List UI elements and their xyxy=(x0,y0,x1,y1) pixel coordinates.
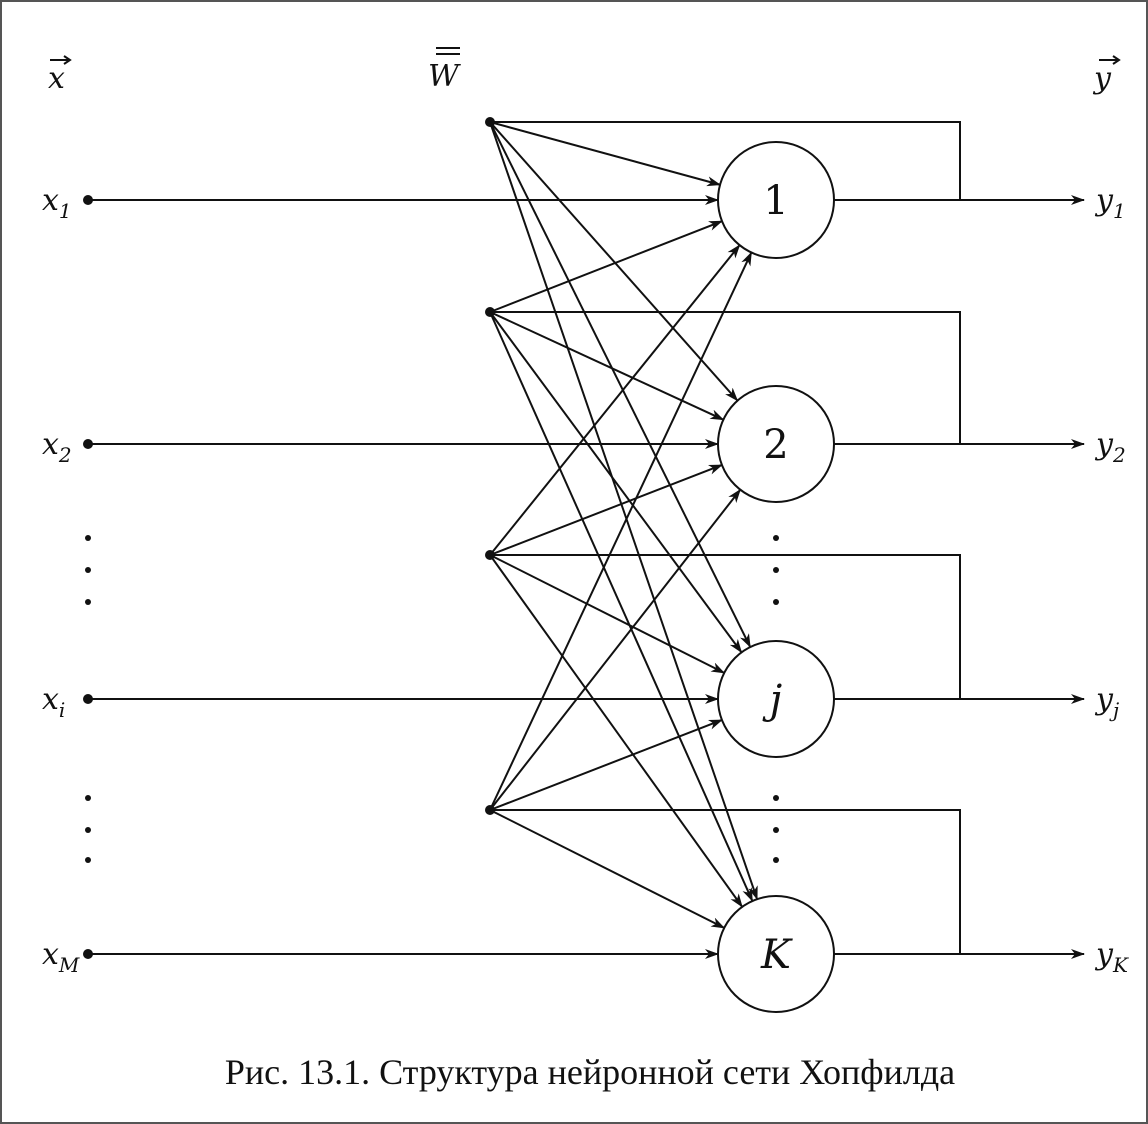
input-label-sub: 1 xyxy=(59,199,72,223)
feedback-line-2 xyxy=(490,311,961,444)
output-label-1: y1 xyxy=(1094,183,1126,223)
output-label-sub: j xyxy=(1109,698,1119,722)
figure-caption: Рис. 13.1. Структура нейронной сети Хопф… xyxy=(225,1052,955,1092)
weight-line xyxy=(489,121,759,901)
input-label-1: x1 xyxy=(42,183,72,223)
ellipsis-dot xyxy=(85,535,91,541)
feedback-line-4 xyxy=(490,809,961,954)
x-vector-text: x xyxy=(48,61,65,96)
output-label-base: y xyxy=(1094,183,1114,218)
weight-line xyxy=(489,251,753,811)
weight-node-2 xyxy=(485,307,495,317)
weight-node-4 xyxy=(485,805,495,815)
input-label-2: x2 xyxy=(42,427,72,467)
weight-line xyxy=(489,311,725,421)
weight-line xyxy=(489,121,752,648)
input-label-base: x xyxy=(42,183,59,218)
ellipsis-dot xyxy=(85,599,91,605)
ellipsis-dot xyxy=(85,567,91,573)
output-label-base: y xyxy=(1094,682,1114,717)
output-label-4: yK xyxy=(1094,937,1129,977)
input-label-3: xi xyxy=(42,682,65,722)
input-label-base: x xyxy=(42,682,59,717)
output-label-sub: K xyxy=(1112,953,1129,977)
neuron-label-1: 1 xyxy=(763,178,788,224)
input-label-base: x xyxy=(42,937,59,972)
ellipsis-dot xyxy=(773,827,779,833)
output-label-base: y xyxy=(1094,427,1114,462)
output-label-base: y xyxy=(1094,937,1114,972)
weight-line xyxy=(489,244,741,556)
ellipsis-dot xyxy=(85,795,91,801)
weight-node-3 xyxy=(485,550,495,560)
output-label-3: yj xyxy=(1094,682,1119,722)
input-label-4: xM xyxy=(42,937,80,977)
ellipsis-dot xyxy=(773,535,779,541)
ellipsis-dots xyxy=(85,535,779,863)
ellipsis-dot xyxy=(773,857,779,863)
weight-line xyxy=(489,554,726,674)
weight-line xyxy=(489,554,744,908)
w-matrix-text: W xyxy=(428,59,461,94)
w-matrix-label: W xyxy=(428,47,461,94)
weight-line xyxy=(489,488,742,811)
feedback-lines xyxy=(490,121,961,954)
weight-line xyxy=(489,311,754,902)
neuron-4 xyxy=(717,895,835,1013)
weight-line xyxy=(489,464,723,556)
weight-nodes xyxy=(485,117,495,815)
weight-line xyxy=(489,121,722,187)
input-label-sub: 2 xyxy=(58,443,72,467)
x-vector-label: x xyxy=(48,55,72,96)
output-label-2: y2 xyxy=(1094,427,1126,467)
ellipsis-dot xyxy=(85,857,91,863)
ellipsis-dot xyxy=(85,827,91,833)
y-vector-text: y xyxy=(1092,61,1112,96)
neuron-1 xyxy=(717,141,835,259)
input-label-base: x xyxy=(42,427,59,462)
input-label-sub: M xyxy=(58,953,80,977)
vector-arrow-icon xyxy=(50,55,72,65)
weight-line xyxy=(489,719,723,811)
ellipsis-dot xyxy=(773,567,779,573)
neuron-label-4: K xyxy=(760,932,793,978)
matrix-bars-icon xyxy=(436,47,460,55)
weight-line xyxy=(489,220,723,313)
ellipsis-dot xyxy=(773,795,779,801)
output-label-sub: 2 xyxy=(1112,443,1126,467)
output-label-sub: 1 xyxy=(1113,199,1126,223)
feedback-line-3 xyxy=(490,554,961,699)
neuron-label-2: 2 xyxy=(763,422,788,468)
weight-connections xyxy=(489,121,759,929)
weight-line xyxy=(489,311,743,654)
weight-node-1 xyxy=(485,117,495,127)
y-vector-label: y xyxy=(1092,55,1121,96)
vector-arrow-icon xyxy=(1099,55,1121,65)
weight-line xyxy=(489,121,739,402)
feedback-line-1 xyxy=(490,121,961,200)
ellipsis-dot xyxy=(773,599,779,605)
neuron-2 xyxy=(717,385,835,503)
weight-line xyxy=(489,809,726,929)
neuron-3 xyxy=(717,640,835,758)
input-label-sub: i xyxy=(59,698,65,722)
